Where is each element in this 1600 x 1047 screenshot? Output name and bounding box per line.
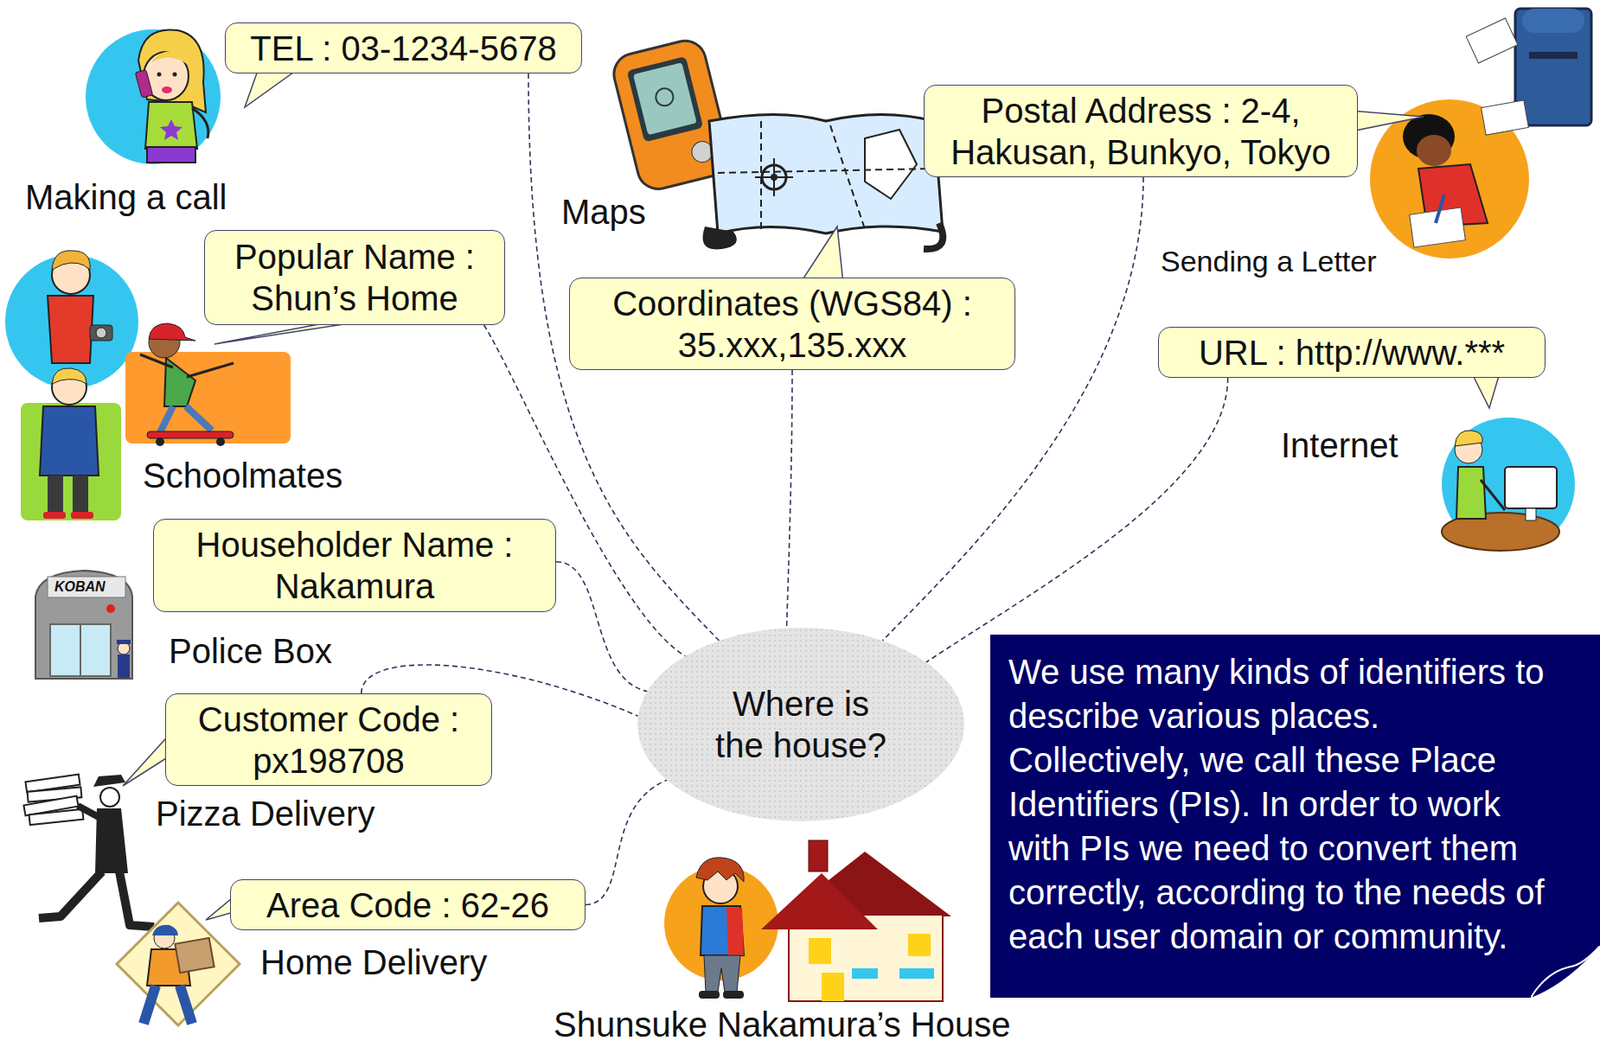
callout-bubble: TEL : 03-1234-5678	[224, 22, 583, 74]
callout-text: Householder Name : Nakamura	[164, 524, 545, 608]
callout-text: Popular Name : Shun’s Home	[215, 236, 494, 320]
sign-text: KOBAN	[54, 579, 106, 596]
caption-label: Making a call	[25, 177, 227, 218]
phone-girl-icon	[85, 29, 221, 165]
callout-text: Customer Code : px198708	[176, 698, 481, 782]
police-box-icon	[35, 570, 133, 679]
letter-writer-icon	[1369, 8, 1592, 259]
callout-text: Postal Address : 2-4, Hakusan, Bunkyo, T…	[934, 89, 1347, 173]
callout-bubble: Area Code : 62-26	[230, 879, 586, 931]
caption-label: Sending a Letter	[1160, 244, 1377, 279]
callout-text: Coordinates (WGS84) : 35.xxx,135.xxx	[580, 282, 1005, 366]
caption-label: Schoolmates	[142, 455, 343, 496]
map-icon	[609, 36, 943, 250]
dashed-connector	[883, 177, 1145, 641]
caption-label: Pizza Delivery	[155, 793, 375, 834]
callout-text: TEL : 03-1234-5678	[236, 27, 571, 70]
question-ellipse: Where is the house?	[637, 627, 965, 822]
callout-tail	[1350, 110, 1424, 132]
note-text: We use many kinds of identifiers to desc…	[1008, 650, 1556, 960]
callout-tail	[800, 226, 844, 284]
caption-label: Maps	[561, 192, 647, 232]
home-delivery-icon	[116, 902, 240, 1026]
caption-label: Police Box	[168, 631, 333, 672]
callout-bubble: Postal Address : 2-4, Hakusan, Bunkyo, T…	[923, 84, 1358, 178]
dashed-connector	[787, 370, 794, 628]
callout-bubble: Customer Code : px198708	[165, 693, 493, 787]
callout-text: URL : http://www.***	[1169, 332, 1535, 374]
caption-label: Home Delivery	[260, 942, 487, 983]
callout-bubble: Popular Name : Shun’s Home	[204, 230, 506, 326]
callout-bubble: URL : http://www.***	[1158, 326, 1546, 378]
question-text: Where is the house?	[708, 683, 895, 767]
pizza-courier-icon	[23, 774, 154, 928]
caption-label: Internet	[1280, 425, 1399, 466]
note-panel: We use many kinds of identifiers to desc…	[990, 634, 1600, 999]
callout-bubble: Coordinates (WGS84) : 35.xxx,135.xxx	[569, 277, 1016, 371]
caption-label: Shunsuke Nakamura’s House	[553, 1004, 1011, 1045]
dashed-connector	[556, 562, 647, 692]
callout-bubble: Householder Name : Nakamura	[153, 518, 557, 613]
house-icon	[664, 840, 952, 1002]
ellipse-outline	[637, 627, 965, 822]
internet-user-icon	[1441, 417, 1575, 551]
dashed-connector	[926, 377, 1229, 663]
page-curl	[1530, 946, 1600, 999]
dashed-connector	[585, 780, 667, 905]
callout-text: Area Code : 62-26	[241, 884, 575, 927]
